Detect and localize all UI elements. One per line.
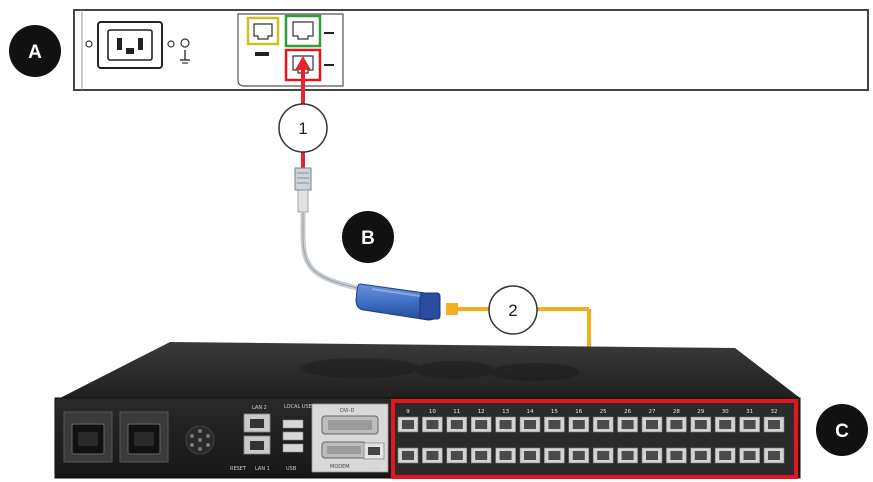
server-port-socket xyxy=(768,451,780,460)
server-port-socket xyxy=(670,451,683,460)
server-port-socket xyxy=(719,451,732,460)
rj45-plug xyxy=(294,167,312,213)
port-number-label: 26 xyxy=(624,409,631,415)
step-2-label: 2 xyxy=(508,301,517,320)
server-port-bank: 9 10 11 12 13 14 15 16 25 26 27 28 29 30 31 32 xyxy=(394,402,794,476)
port-number-label: 16 xyxy=(575,409,582,415)
callout-b-label: B xyxy=(361,228,375,249)
dvi-label: DVI-D xyxy=(340,408,354,414)
lan1-label: LAN 1 xyxy=(255,466,270,472)
step-1-label: 1 xyxy=(298,119,307,138)
server-port-socket xyxy=(426,451,439,460)
server-port-socket xyxy=(743,420,756,429)
server-port-socket xyxy=(670,420,683,429)
server-port-socket xyxy=(475,420,488,429)
port-number-label: 29 xyxy=(697,409,704,415)
dvi-modem-panel: DVI-D MODEM xyxy=(311,403,389,473)
server-port-socket xyxy=(646,451,658,460)
port-number-label: 9 xyxy=(406,409,410,415)
port-number-label: 31 xyxy=(746,409,753,415)
kvm-switch: LAN 2 RESET LAN 1 LOCAL USER USB DVI-D M… xyxy=(54,342,801,479)
network-cable xyxy=(295,56,311,170)
callout-a-label: A xyxy=(28,42,42,63)
server-port-socket xyxy=(597,420,610,429)
server-port-socket xyxy=(572,451,585,460)
port-number-label: 28 xyxy=(673,409,680,415)
server-port-socket xyxy=(499,451,512,460)
server-port-socket xyxy=(499,420,512,429)
callout-b: B xyxy=(342,211,394,263)
power-supply-1 xyxy=(63,411,113,463)
server-port-socket xyxy=(694,420,707,429)
server-port-socket xyxy=(768,420,780,429)
aux-port: AUX xyxy=(363,442,385,472)
server-rear-panel xyxy=(73,9,869,91)
server-port-socket xyxy=(621,420,634,429)
port-number-label: 11 xyxy=(453,409,460,415)
server-port-socket xyxy=(450,451,463,460)
server-port-socket xyxy=(450,420,463,429)
vent-pattern xyxy=(300,358,580,381)
callout-a: A xyxy=(9,25,61,77)
reset-label: RESET xyxy=(230,466,247,472)
port-number-label: 10 xyxy=(429,409,436,415)
server-port-socket xyxy=(597,451,610,460)
server-port-socket xyxy=(743,451,756,460)
server-port-socket xyxy=(426,420,439,429)
server-port-socket xyxy=(694,451,707,460)
port-number-label: 27 xyxy=(649,409,656,415)
power-supply-2 xyxy=(119,411,169,463)
port-number-label: 12 xyxy=(478,409,485,415)
server-port-socket xyxy=(719,420,732,429)
server-power-inlet xyxy=(85,21,175,69)
lan2-label: LAN 2 xyxy=(252,405,267,411)
lan-ports: LAN 2 RESET LAN 1 xyxy=(230,405,271,472)
fan-vent xyxy=(185,425,215,455)
usb-ports: LOCAL USER USB xyxy=(282,404,316,472)
aux-label: AUX xyxy=(368,466,379,472)
local-user-label: LOCAL USER xyxy=(284,404,316,410)
server-port-socket xyxy=(646,420,658,429)
server-port-socket xyxy=(402,420,414,429)
callout-c-label: C xyxy=(835,421,849,442)
server-port-socket xyxy=(548,420,561,429)
server-port-socket xyxy=(475,451,488,460)
modem-label: MODEM xyxy=(330,464,350,470)
server-port-socket xyxy=(621,451,634,460)
port-number-label: 32 xyxy=(771,409,778,415)
step-2-marker: 2 xyxy=(488,285,538,335)
usb-label: USB xyxy=(286,466,297,472)
server-port-socket xyxy=(572,420,585,429)
port-number-label: 14 xyxy=(527,409,534,415)
kvm-adapter-dongle xyxy=(355,283,441,321)
port-number-label: 13 xyxy=(502,409,509,415)
server-port-socket xyxy=(524,451,536,460)
port-number-label: 15 xyxy=(551,409,558,415)
server-port-socket xyxy=(402,451,414,460)
server-port-socket xyxy=(524,420,536,429)
server-network-module xyxy=(237,13,344,87)
server-port-socket xyxy=(548,451,561,460)
ground-icon xyxy=(180,38,190,64)
step-1-marker: 1 xyxy=(278,103,328,153)
port-number-label: 25 xyxy=(600,409,607,415)
callout-c: C xyxy=(816,404,868,456)
port-bank-highlight-frame xyxy=(391,399,798,479)
port-number-label: 30 xyxy=(722,409,729,415)
